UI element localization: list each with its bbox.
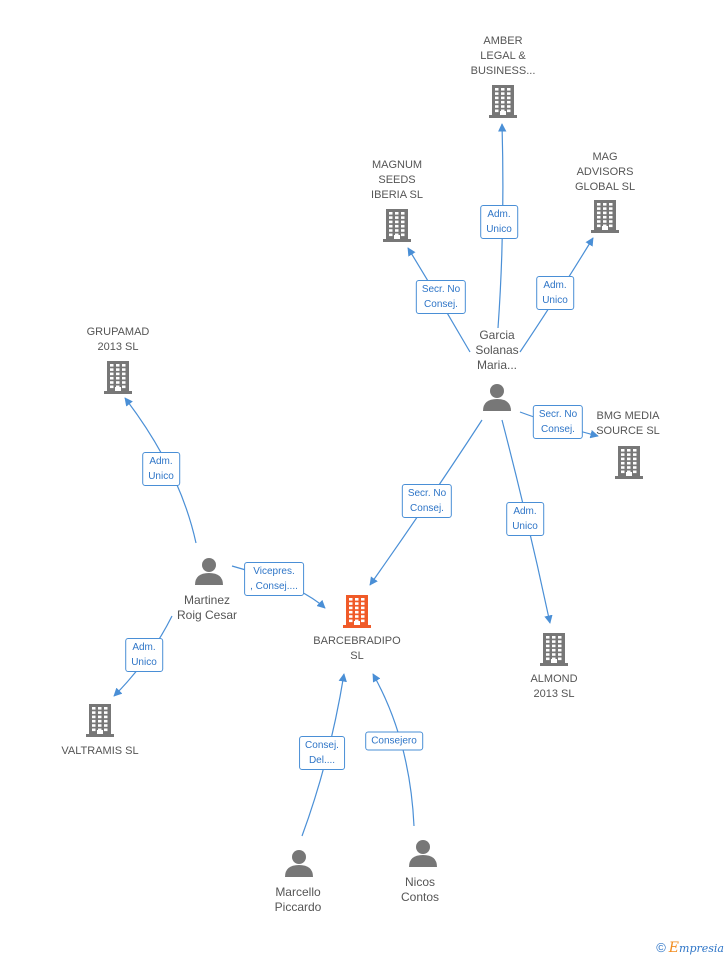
- node-label-line: 2013 SL: [97, 341, 139, 353]
- node-label-line: Maria...: [476, 358, 517, 372]
- edge-label-line: Consej.: [424, 299, 458, 310]
- edge-label-line: Secr. No: [407, 488, 447, 499]
- edge-label-martinez-to-valtramis[interactable]: Adm. Unico: [125, 638, 163, 672]
- edge-label-line: Unico: [542, 295, 568, 306]
- node-label-line: SL: [350, 650, 364, 662]
- edge-label-garcia-to-almond[interactable]: Adm. Unico: [506, 502, 544, 536]
- node-label-line: BARCEBRADIPO: [313, 635, 401, 647]
- edge-label-garcia-to-magnum[interactable]: Secr. No Consej.: [415, 280, 467, 314]
- copyright-icon: ©: [656, 940, 666, 955]
- node-label-line: AMBER: [483, 35, 523, 47]
- node-label-line: Nicos: [404, 875, 435, 889]
- edge-label-martinez-to-barcebradipo[interactable]: Vicepres. , Consej....: [244, 562, 304, 596]
- building-icon-magnum[interactable]: [383, 208, 411, 247]
- node-label-line: Roig Cesar: [176, 608, 238, 622]
- edge-label-line: Unico: [131, 657, 157, 668]
- person-icon-martinez[interactable]: [194, 557, 224, 590]
- node-label-barcebradipo[interactable]: BARCEBRADIPO SL: [313, 634, 400, 664]
- node-label-mag[interactable]: MAG ADVISORS GLOBAL SL: [575, 150, 635, 195]
- node-label-bmg[interactable]: BMG MEDIA SOURCE SL: [596, 409, 660, 439]
- node-label-line: 2013 SL: [533, 688, 575, 700]
- node-label-amber[interactable]: AMBER LEGAL & BUSINESS...: [471, 34, 536, 79]
- building-icon-almond[interactable]: [540, 632, 568, 671]
- node-label-line: SEEDS: [378, 174, 416, 186]
- building-icon-amber[interactable]: [489, 84, 517, 123]
- person-icon-garcia[interactable]: [482, 383, 512, 416]
- edge-label-line: , Consej....: [250, 581, 298, 592]
- edge-label-line: Secr. No: [421, 284, 461, 295]
- edge-label-garcia-to-barcebradipo[interactable]: Secr. No Consej.: [401, 484, 453, 518]
- node-label-line: ALMOND: [530, 673, 578, 685]
- node-label-line: VALTRAMIS SL: [61, 745, 139, 757]
- node-label-line: GRUPAMAD: [86, 326, 150, 338]
- node-label-line: Marcello: [275, 885, 321, 899]
- edge-label-garcia-to-amber[interactable]: Adm. Unico: [480, 205, 518, 239]
- edge-label-line: Unico: [512, 521, 538, 532]
- edge-label-nicos-to-barcebradipo[interactable]: Consejero: [365, 731, 423, 751]
- edge-label-garcia-to-mag[interactable]: Adm. Unico: [536, 276, 574, 310]
- footer-brand: ©Empresia: [656, 940, 724, 956]
- edge-label-garcia-to-bmg[interactable]: Secr. No Consej.: [532, 405, 584, 439]
- edge-label-line: Unico: [148, 471, 174, 482]
- building-icon-mag[interactable]: [591, 199, 619, 238]
- edge-label-line: Adm.: [543, 280, 567, 291]
- node-label-line: BUSINESS...: [470, 65, 536, 77]
- node-label-line: IBERIA SL: [371, 189, 423, 201]
- edge-label-martinez-to-grupamad[interactable]: Adm. Unico: [142, 452, 180, 486]
- node-label-valtramis[interactable]: VALTRAMIS SL: [61, 744, 138, 759]
- edge-label-line: Consejero: [371, 735, 417, 747]
- node-label-line: BMG MEDIA: [596, 410, 660, 422]
- node-label-line: ADVISORS: [576, 166, 634, 178]
- node-label-line: Contos: [400, 890, 440, 904]
- building-icon-barcebradipo[interactable]: [343, 594, 371, 633]
- edge-label-line: Del....: [308, 755, 336, 766]
- person-icon-nicos[interactable]: [408, 839, 438, 872]
- node-label-line: Piccardo: [274, 900, 322, 914]
- edge-label-line: Consej.: [305, 740, 339, 751]
- node-label-line: MAGNUM: [371, 159, 423, 171]
- building-icon-valtramis[interactable]: [86, 703, 114, 742]
- edge-label-marcello-to-barcebradipo[interactable]: Consej. Del....: [299, 736, 345, 770]
- brand-initial: E: [668, 940, 680, 956]
- edge-label-line: Consej.: [541, 424, 575, 435]
- node-label-line: Martinez: [183, 593, 230, 607]
- edge-label-line: Adm.: [487, 209, 511, 220]
- edge-label-line: Adm.: [132, 642, 156, 653]
- node-label-line: LEGAL &: [480, 50, 526, 62]
- building-icon-bmg[interactable]: [615, 445, 643, 484]
- node-label-line: MAG: [592, 151, 618, 163]
- edge-label-line: Adm.: [513, 506, 537, 517]
- node-label-line: GLOBAL SL: [574, 181, 636, 193]
- edge-label-line: Unico: [486, 224, 512, 235]
- node-label-almond[interactable]: ALMOND 2013 SL: [530, 672, 577, 702]
- node-label-line: SOURCE SL: [596, 425, 660, 437]
- node-label-line: Solanas: [475, 343, 519, 357]
- brand-name: mpresia: [679, 942, 724, 955]
- node-label-magnum[interactable]: MAGNUM SEEDS IBERIA SL: [371, 158, 423, 203]
- edge-label-line: Adm.: [149, 456, 173, 467]
- person-icon-marcello[interactable]: [284, 849, 314, 882]
- node-label-line: Garcia: [479, 328, 515, 342]
- edge-label-line: Consej.: [410, 503, 444, 514]
- building-icon-grupamad[interactable]: [104, 360, 132, 399]
- node-label-grupamad[interactable]: GRUPAMAD 2013 SL: [87, 325, 150, 355]
- edge-label-line: Vicepres.: [253, 566, 295, 577]
- edge-label-line: Secr. No: [538, 409, 578, 420]
